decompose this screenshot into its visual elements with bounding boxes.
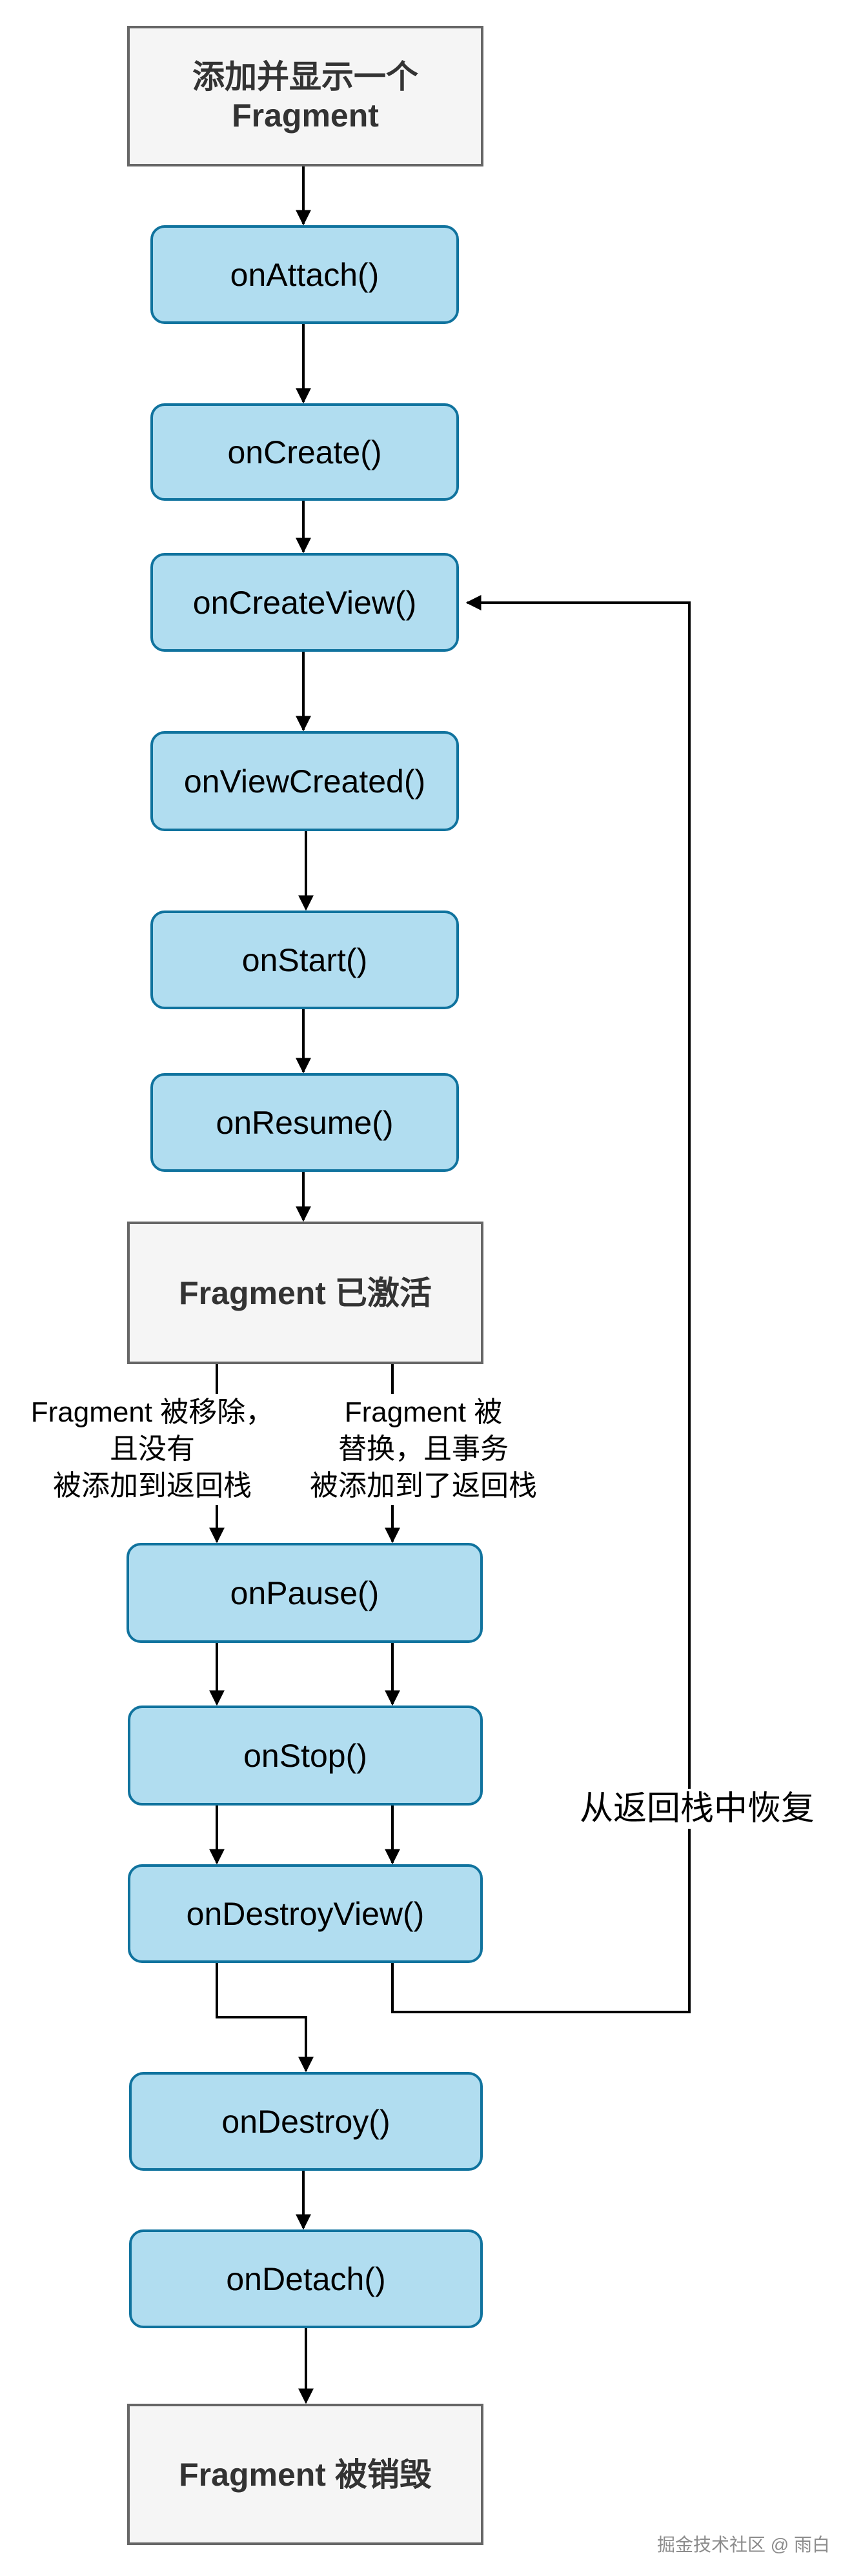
on-detach-node: onDetach() [129,2229,483,2328]
on-view-created-node: onViewCreated() [150,731,459,831]
on-stop-node: onStop() [128,1706,483,1806]
on-destroy-view-node: onDestroyView() [128,1864,483,1963]
on-create-view-node: onCreateView() [150,553,459,652]
on-attach-node: onAttach() [150,225,459,324]
on-pause-node: onPause() [127,1543,483,1643]
end-node: Fragment 被销毁 [127,2404,483,2545]
edge-label-replaced-backstack: Fragment 被 替换，且事务 被添加到了返回栈 [288,1394,559,1505]
edge-label-removed-no-backstack: Fragment 被移除， 且没有 被添加到返回栈 [23,1394,281,1505]
on-create-node: onCreate() [150,403,459,501]
start-node: 添加并显示一个 Fragment [127,26,483,166]
active-node: Fragment 已激活 [127,1222,483,1364]
watermark: 掘金技术社区 @ 雨白 [657,2535,830,2555]
on-resume-node: onResume() [150,1073,459,1172]
on-start-node: onStart() [150,911,459,1009]
arrow-destroyview-to-destroy [216,1963,314,2073]
on-destroy-node: onDestroy() [129,2072,483,2171]
edge-label-restore-from-backstack: 从返回栈中恢复 [568,1789,826,1829]
arrow-restore-from-backstack [391,595,691,2013]
